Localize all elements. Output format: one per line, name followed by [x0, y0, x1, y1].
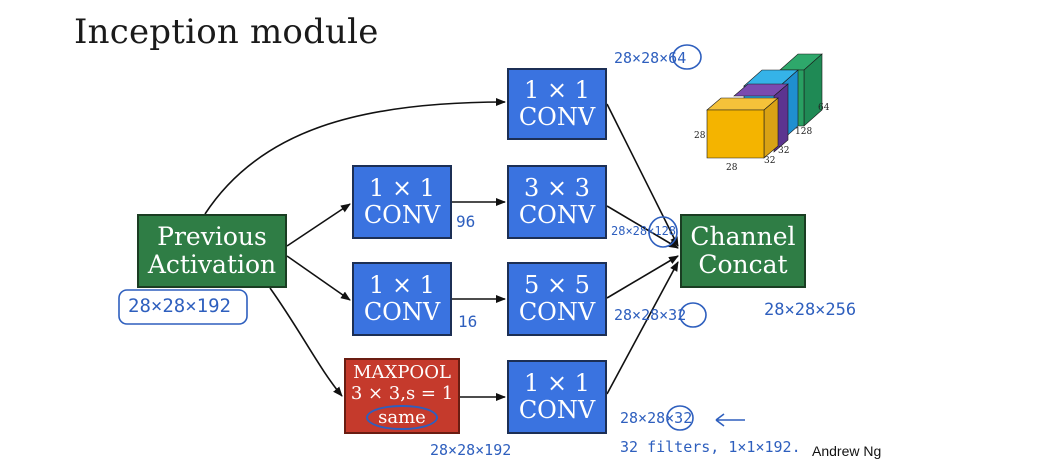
conv-3x3-label: CONV [518, 201, 596, 229]
conv-1x1-top-size: 1 × 1 [524, 76, 590, 105]
arrow-prev-to-reduce3 [286, 203, 351, 247]
input-dims-ring [118, 289, 248, 325]
conv-3x3-box: 3 × 3 CONV [507, 165, 607, 239]
slide-title: Inception module [74, 12, 379, 52]
top-branch-output-note: 28×28×64 [614, 49, 687, 67]
ring-128 [648, 216, 678, 248]
reduce3-channels-note: 96 [456, 212, 476, 231]
maxpool-title: MAXPOOL [353, 361, 451, 383]
pool-branch-filters-note: 32 filters, 1×1×192. [620, 438, 801, 456]
arrow-prev-to-top [204, 98, 506, 215]
output-volume-cube [706, 53, 823, 159]
cube-height-label: 28 [694, 131, 706, 141]
cube-width-label: 28 [726, 163, 738, 173]
reduce5-channels-note: 16 [458, 312, 478, 331]
maxpool-box: MAXPOOL 3 × 3,s = 1 same [344, 358, 460, 434]
arrow-poolconv-to-concat [606, 261, 679, 395]
author-credit: Andrew Ng [812, 443, 882, 459]
channel-concat-line1: Channel [690, 222, 796, 251]
cube-d4-label: 64 [818, 103, 830, 113]
conv-5x5-size: 5 × 5 [524, 271, 590, 300]
conv-1x1-reduce5-box: 1 × 1 CONV [352, 262, 452, 336]
conv-1x1-after-pool-box: 1 × 1 CONV [507, 360, 607, 434]
conv-1x1-top-label: CONV [518, 103, 596, 131]
cube-d3-label: 128 [795, 127, 812, 137]
conv-1x1-reduce3-size: 1 × 1 [369, 174, 435, 203]
conv-1x1-reduce3-label: CONV [363, 201, 441, 229]
channel-concat-box: Channel Concat [680, 214, 806, 288]
pool-branch-output-note: 28×28×32 [620, 409, 693, 427]
arrow-prev-to-reduce5 [286, 255, 351, 301]
arrow-prev-to-pool [269, 287, 343, 397]
conv-1x1-reduce5-label: CONV [363, 298, 441, 326]
arrow-top-to-concat [606, 103, 679, 247]
conv-1x1-after-pool-label: CONV [518, 396, 596, 424]
previous-activation-box: Previous Activation [137, 214, 287, 288]
previous-activation-line2: Activation [147, 250, 277, 279]
maxpool-padding: same [366, 404, 438, 431]
conv-5x5-box: 5 × 5 CONV [507, 262, 607, 336]
conv-1x1-top-box: 1 × 1 CONV [507, 68, 607, 140]
previous-activation-line1: Previous [157, 222, 267, 251]
maxpool-params: 3 × 3,s = 1 [350, 383, 454, 405]
cube-d2-label: 32 [778, 146, 789, 156]
cube-d1-label: 32 [764, 156, 775, 166]
conv-3x3-size: 3 × 3 [524, 174, 590, 203]
channel-concat-line2: Concat [698, 250, 788, 279]
arrow-3x3-to-concat [606, 205, 679, 249]
conv-1x1-reduce3-box: 1 × 1 CONV [352, 165, 452, 239]
left-arrow-mark [715, 413, 745, 427]
conv-5x5-label: CONV [518, 298, 596, 326]
mid5-output-note: 28×28×32 [614, 306, 687, 324]
mid3-output-note: 28×28×128 [611, 224, 677, 238]
ring-32-mid [679, 302, 707, 328]
ring-64 [672, 44, 702, 70]
conv-1x1-after-pool-size: 1 × 1 [524, 369, 590, 398]
arrow-5x5-to-concat [606, 255, 679, 299]
concat-output-note: 28×28×256 [764, 300, 857, 320]
pool-output-dims-note: 28×28×192 [430, 441, 512, 459]
conv-1x1-reduce5-size: 1 × 1 [369, 271, 435, 300]
input-dims-note: 28×28×192 [128, 295, 231, 317]
ring-32-bottom [666, 405, 694, 431]
